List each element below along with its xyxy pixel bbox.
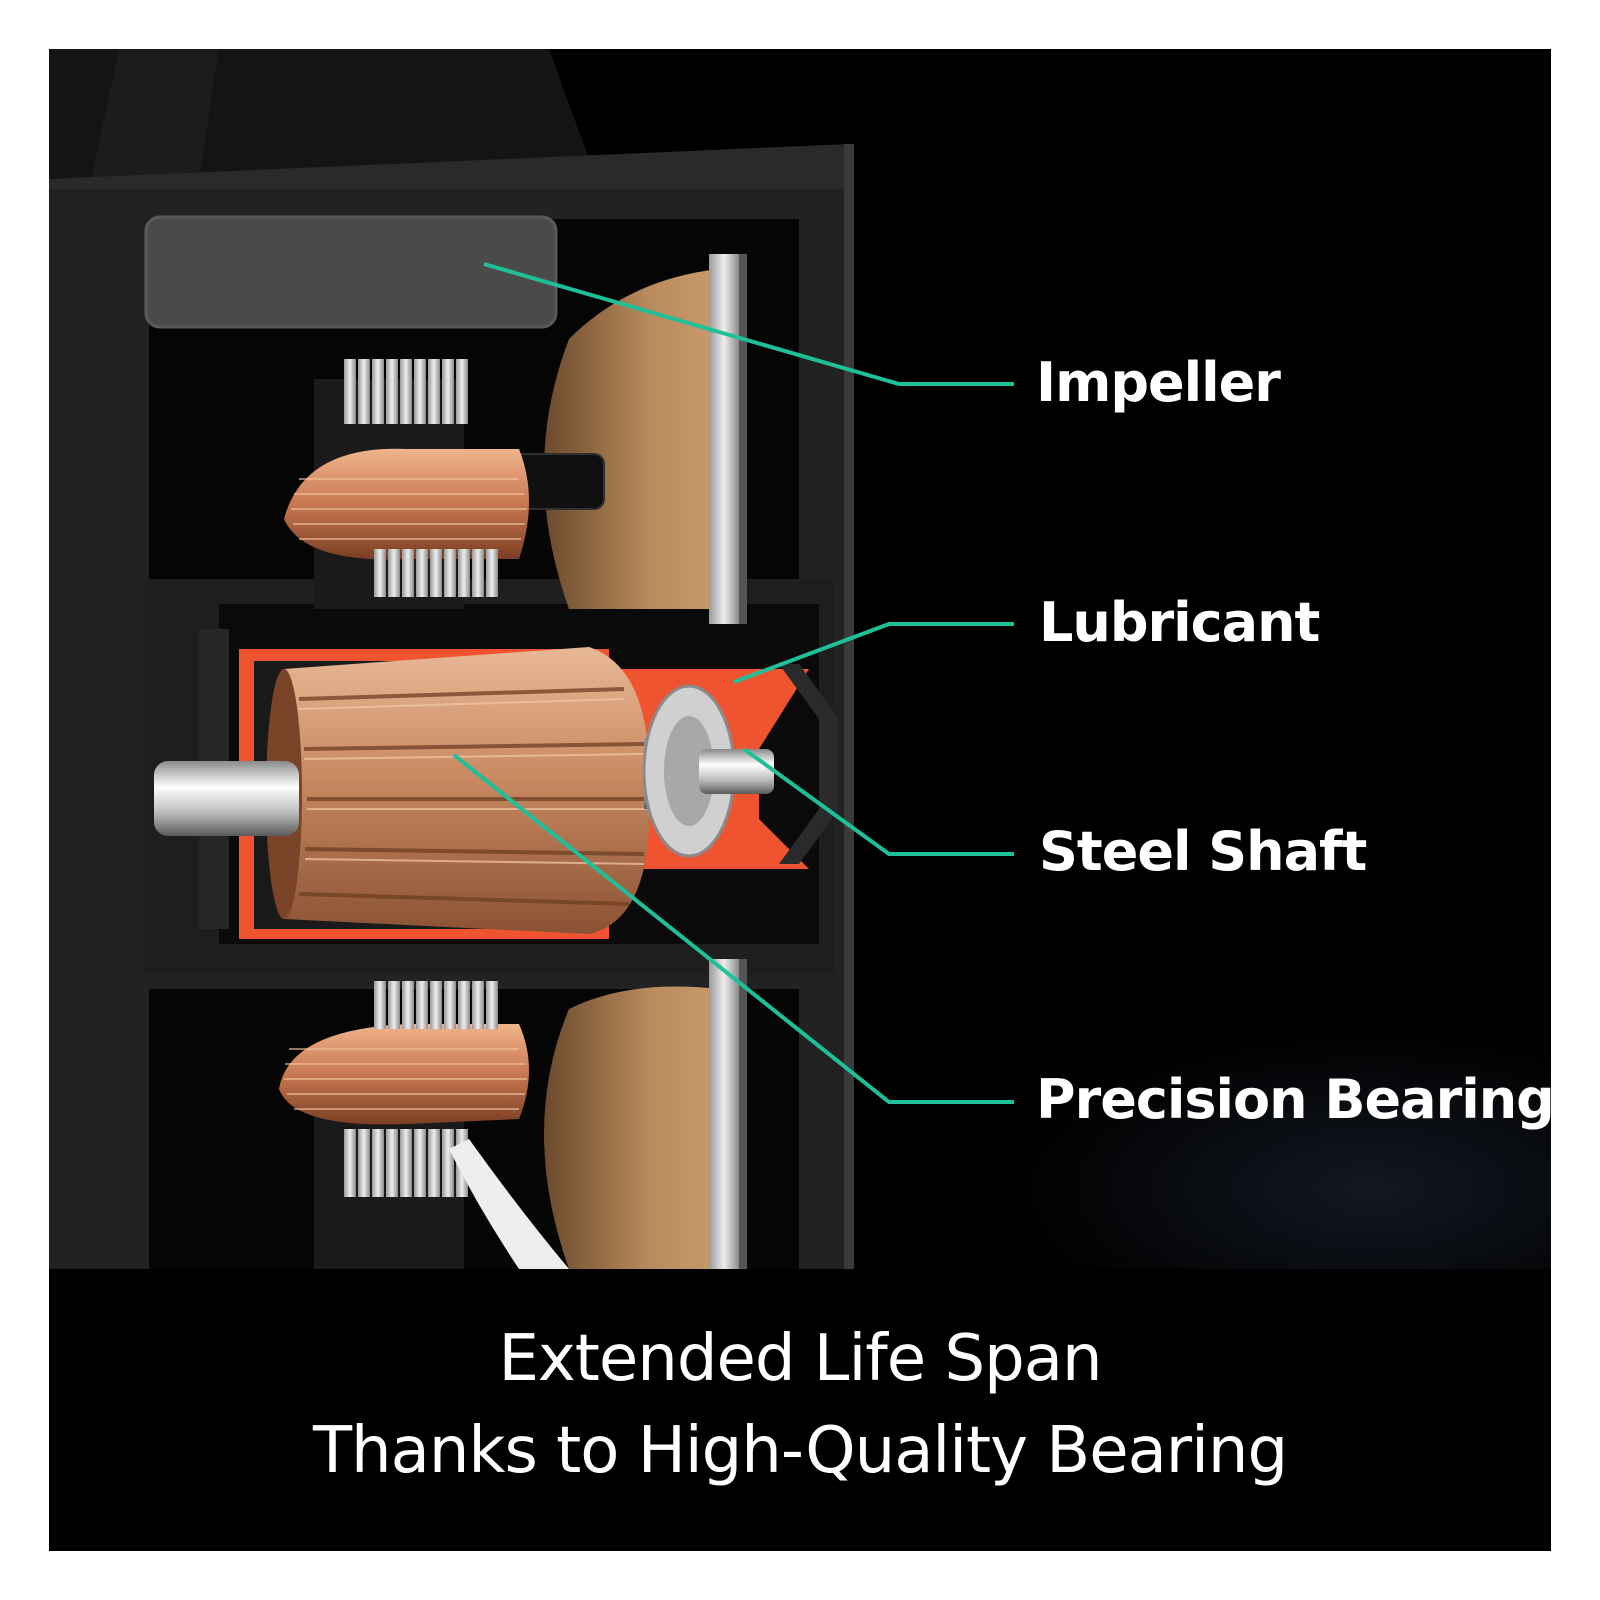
precision-bearing-label: Precision Bearing xyxy=(1036,1068,1551,1131)
impeller-disk-upper xyxy=(544,254,747,624)
diagram-frame: Impeller Lubricant Steel Shaft Precision… xyxy=(49,49,1551,1551)
precision-bearing-leader-line xyxy=(452,753,1014,1104)
impeller-disk-lower xyxy=(544,959,747,1269)
caption-band: Extended Life Span Thanks to High-Qualit… xyxy=(49,1269,1551,1551)
steel-shaft-label: Steel Shaft xyxy=(1039,820,1367,883)
impeller-leader-line xyxy=(483,262,1014,386)
fan-cutaway-illustration xyxy=(49,49,1551,1269)
stator-coil-upper xyxy=(284,359,605,609)
stator-coil-lower xyxy=(279,981,569,1269)
caption-line-2: Thanks to High-Quality Bearing xyxy=(312,1414,1288,1488)
caption-line-1: Extended Life Span xyxy=(498,1322,1102,1396)
background-glow xyxy=(829,949,1551,1269)
steel-shaft xyxy=(154,684,774,858)
impeller-label: Impeller xyxy=(1036,351,1281,414)
impeller-magnet xyxy=(146,217,556,327)
rotor-armature xyxy=(266,647,650,934)
lubricant-leader-line xyxy=(733,622,1014,684)
leader-lines xyxy=(452,262,1014,1104)
steel-shaft-leader-line xyxy=(742,747,1014,856)
lubricant-label: Lubricant xyxy=(1039,591,1320,654)
